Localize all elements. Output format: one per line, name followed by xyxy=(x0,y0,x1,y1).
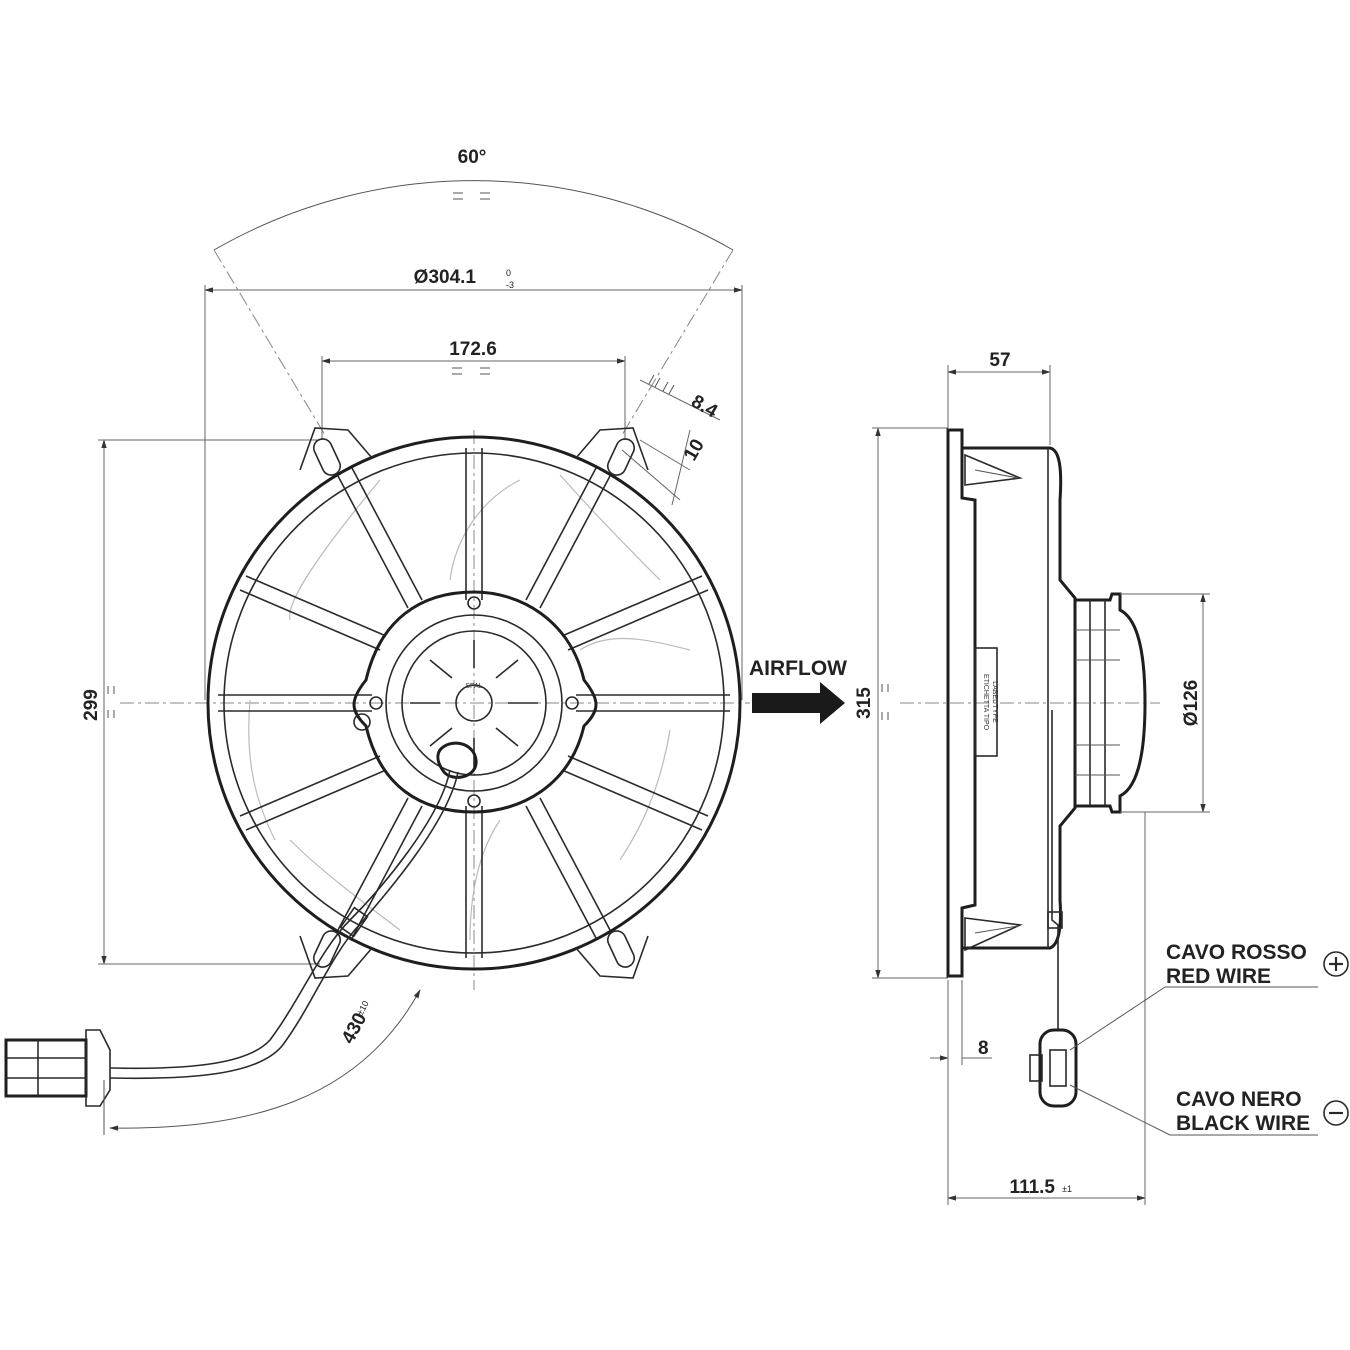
wire-callouts: CAVO ROSSO RED WIRE CAVO NERO BLACK WIRE xyxy=(1069,941,1349,1136)
motor-hub: SPAL xyxy=(352,590,598,814)
fan-spokes xyxy=(218,448,730,958)
total-depth-tol: ±1 xyxy=(1062,1184,1072,1194)
angle-label: 60° xyxy=(458,147,487,168)
diameter-tol-lower: -3 xyxy=(506,280,514,290)
cable-length-tol: ±10 xyxy=(355,999,371,1017)
red-wire-label-it: CAVO ROSSO xyxy=(1166,941,1307,964)
cable-gland xyxy=(436,741,478,779)
diameter-label: Ø304.1 xyxy=(414,267,477,288)
front-view: 60° Ø304.1 0 -3 172.6 8.4 10 299 xyxy=(4,147,750,1135)
cable-length-label: 430 xyxy=(338,1009,371,1047)
mounting-ears xyxy=(299,427,649,979)
label-box xyxy=(974,647,998,757)
depth-label: 57 xyxy=(989,350,1010,371)
svg-text:LABEL TYPE: LABEL TYPE xyxy=(991,681,998,723)
angle-arc xyxy=(213,180,734,251)
motor-brand-label: SPAL xyxy=(465,683,482,690)
wire-connector xyxy=(4,1038,88,1098)
mount-spacing-label: 172.6 xyxy=(449,339,497,360)
motor-side-profile xyxy=(1073,592,1147,814)
airflow-indicator: AIRFLOW xyxy=(749,657,847,724)
black-wire-label-en: BLACK WIRE xyxy=(1176,1112,1310,1135)
airflow-label: AIRFLOW xyxy=(749,657,847,680)
side-shroud-flange xyxy=(946,428,977,978)
fan-shroud-ring xyxy=(206,435,742,971)
side-view: 57 315 ETICHETTA TIPO LABEL TYPE xyxy=(854,350,1210,1205)
svg-text:ETICHETTA TIPO: ETICHETTA TIPO xyxy=(982,674,989,731)
red-wire-label-en: RED WIRE xyxy=(1166,965,1271,988)
diameter-tol-upper: 0 xyxy=(506,268,511,278)
plus-icon xyxy=(1323,951,1349,977)
side-connector xyxy=(1038,1028,1078,1108)
flange-label: 8 xyxy=(978,1038,989,1059)
side-shroud-body xyxy=(962,446,1077,950)
fan-blades xyxy=(248,474,691,941)
side-height-label: 315 xyxy=(854,687,875,719)
black-wire-label-it: CAVO NERO xyxy=(1176,1088,1302,1111)
motor-diameter-label: Ø126 xyxy=(1181,680,1202,726)
slot-offset-label: 10 xyxy=(680,436,709,465)
height-label: 299 xyxy=(81,689,102,721)
total-depth-label: 111.5 xyxy=(1010,1177,1056,1198)
airflow-arrow-icon xyxy=(752,682,845,724)
minus-icon xyxy=(1323,1100,1349,1126)
